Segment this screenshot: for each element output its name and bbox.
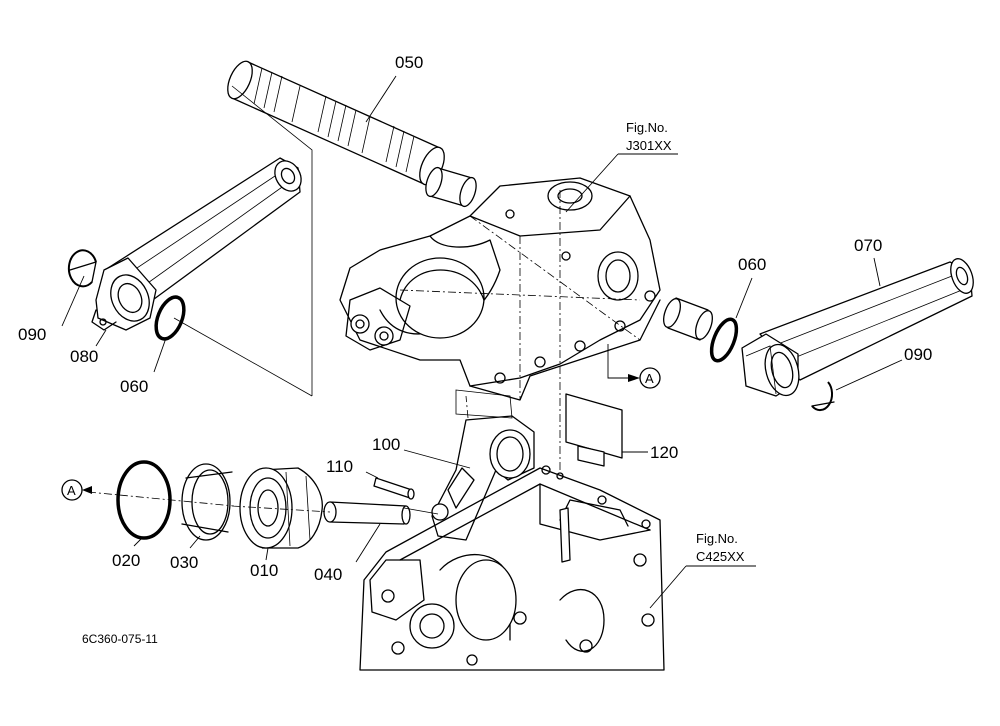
label-090-left: 090 [18,325,46,344]
backup-ring-030 [181,463,233,541]
lift-arm-070 [741,258,974,397]
label-020: 020 [112,551,140,570]
fig-ref-top-code: J301XX [626,138,672,153]
fig-ref-bottom-code: C425XX [696,549,745,564]
label-030: 030 [170,553,198,572]
bushing-right [663,297,713,341]
label-100: 100 [372,435,400,454]
lift-arm-080 [91,157,302,331]
pin-040 [323,501,439,525]
label-060-right: 060 [738,255,766,274]
marker-a-right: A [645,371,654,386]
bottom-housing [359,465,665,671]
pin-110 [373,477,415,500]
top-housing [339,177,661,470]
fig-ref-top-label: Fig.No. [626,120,668,135]
drawing-id: 6C360-075-11 [82,632,158,646]
bushing-upper [425,166,477,208]
plate-120 [565,393,623,467]
label-050: 050 [395,53,423,72]
label-060-left: 060 [120,377,148,396]
label-090-right: 090 [904,345,932,364]
label-080: 080 [70,347,98,366]
fig-ref-bottom-label: Fig.No. [696,531,738,546]
lever-100 [431,395,535,541]
label-010: 010 [250,561,278,580]
o-ring-020 [116,460,172,540]
label-040: 040 [314,565,342,584]
shaft-050 [227,60,445,186]
label-070: 070 [854,236,882,255]
marker-a-left: A [67,483,76,498]
piston-010 [239,467,323,549]
label-110: 110 [326,457,353,476]
label-120: 120 [650,443,678,462]
